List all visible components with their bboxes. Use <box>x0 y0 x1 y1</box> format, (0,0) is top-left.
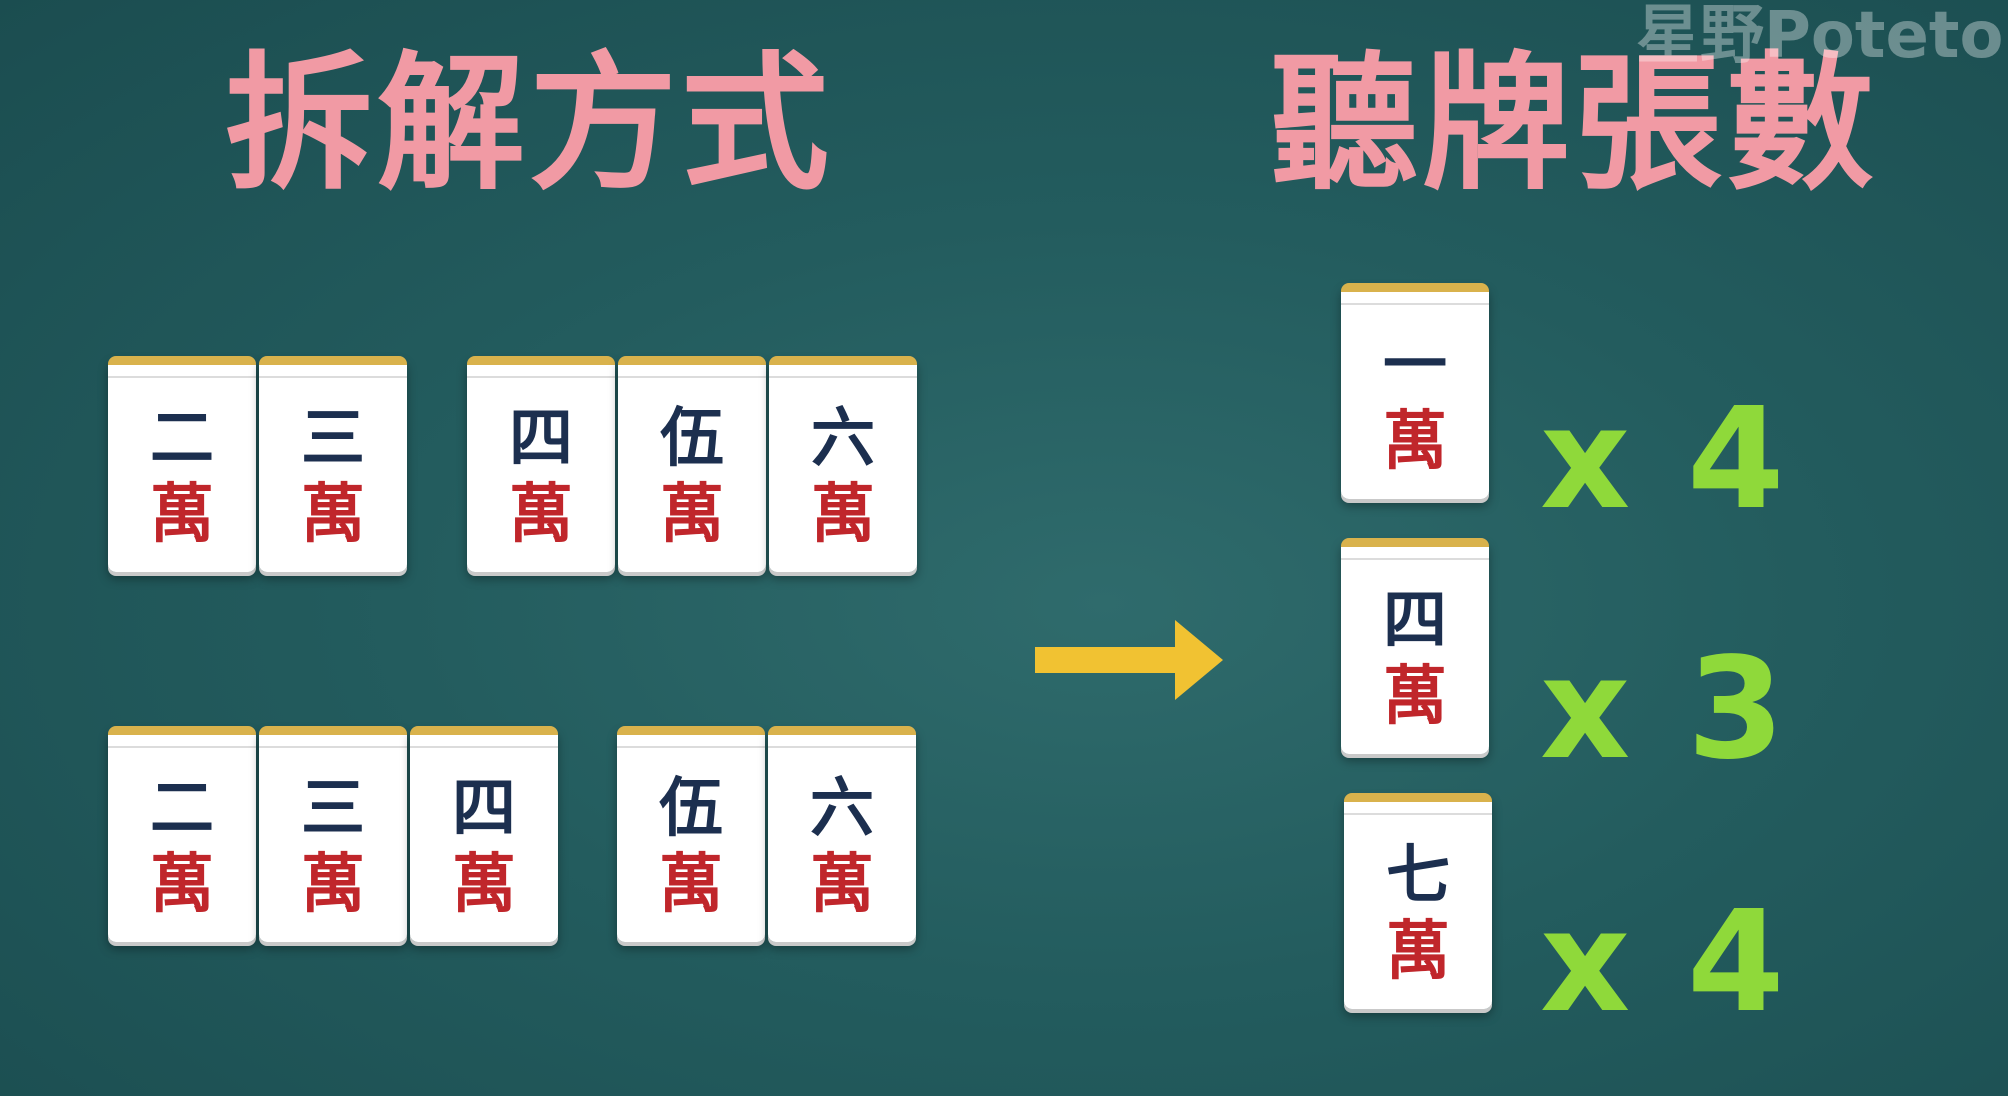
tile-number: 伍 <box>659 772 723 846</box>
left-title: 拆解方式 <box>225 38 833 210</box>
tile-number: 四 <box>1383 584 1447 658</box>
tile-number: 二 <box>150 772 214 846</box>
tile-suit: 萬 <box>1386 915 1450 989</box>
tile-5-man: 伍 萬 <box>617 726 765 942</box>
tile-3-man: 三 萬 <box>259 726 407 942</box>
tile-suit: 萬 <box>301 848 365 922</box>
right-title: 聽牌張數 <box>1270 38 1878 210</box>
tile-suit: 萬 <box>810 848 874 922</box>
tile-suit: 萬 <box>660 478 724 552</box>
right-arrow-icon <box>1035 620 1223 700</box>
tile-2-man: 二 萬 <box>108 726 256 942</box>
wait-count-2: x 3 <box>1540 628 1789 791</box>
tile-suit: 萬 <box>1383 405 1447 479</box>
tile-number: 四 <box>452 772 516 846</box>
tile-suit: 萬 <box>150 848 214 922</box>
tile-number: 七 <box>1386 839 1450 913</box>
tile-number: 伍 <box>660 402 724 476</box>
tile-number: 一 <box>1383 329 1447 403</box>
tile-suit: 萬 <box>509 478 573 552</box>
tile-number: 六 <box>810 772 874 846</box>
tile-number: 六 <box>811 402 875 476</box>
tile-suit: 萬 <box>452 848 516 922</box>
tile-3-man: 三 萬 <box>259 356 407 572</box>
tile-4-man: 四 萬 <box>410 726 558 942</box>
tile-2-man: 二 萬 <box>108 356 256 572</box>
watermark: 星野Poteto <box>1636 0 2004 73</box>
tile-suit: 萬 <box>150 478 214 552</box>
tile-number: 二 <box>150 402 214 476</box>
tile-4-man: 四 萬 <box>467 356 615 572</box>
tile-suit: 萬 <box>1383 660 1447 734</box>
tile-6-man: 六 萬 <box>768 726 916 942</box>
wait-tile-1-man: 一 萬 <box>1341 283 1489 499</box>
tile-suit: 萬 <box>659 848 723 922</box>
wait-tile-4-man: 四 萬 <box>1341 538 1489 754</box>
tile-5-man: 伍 萬 <box>618 356 766 572</box>
tile-number: 四 <box>509 402 573 476</box>
wait-tile-7-man: 七 萬 <box>1344 793 1492 1009</box>
tile-suit: 萬 <box>301 478 365 552</box>
wait-count-3: x 4 <box>1540 881 1789 1044</box>
tile-suit: 萬 <box>811 478 875 552</box>
tile-number: 三 <box>301 402 365 476</box>
tile-6-man: 六 萬 <box>769 356 917 572</box>
tile-number: 三 <box>301 772 365 846</box>
wait-count-1: x 4 <box>1540 378 1789 541</box>
